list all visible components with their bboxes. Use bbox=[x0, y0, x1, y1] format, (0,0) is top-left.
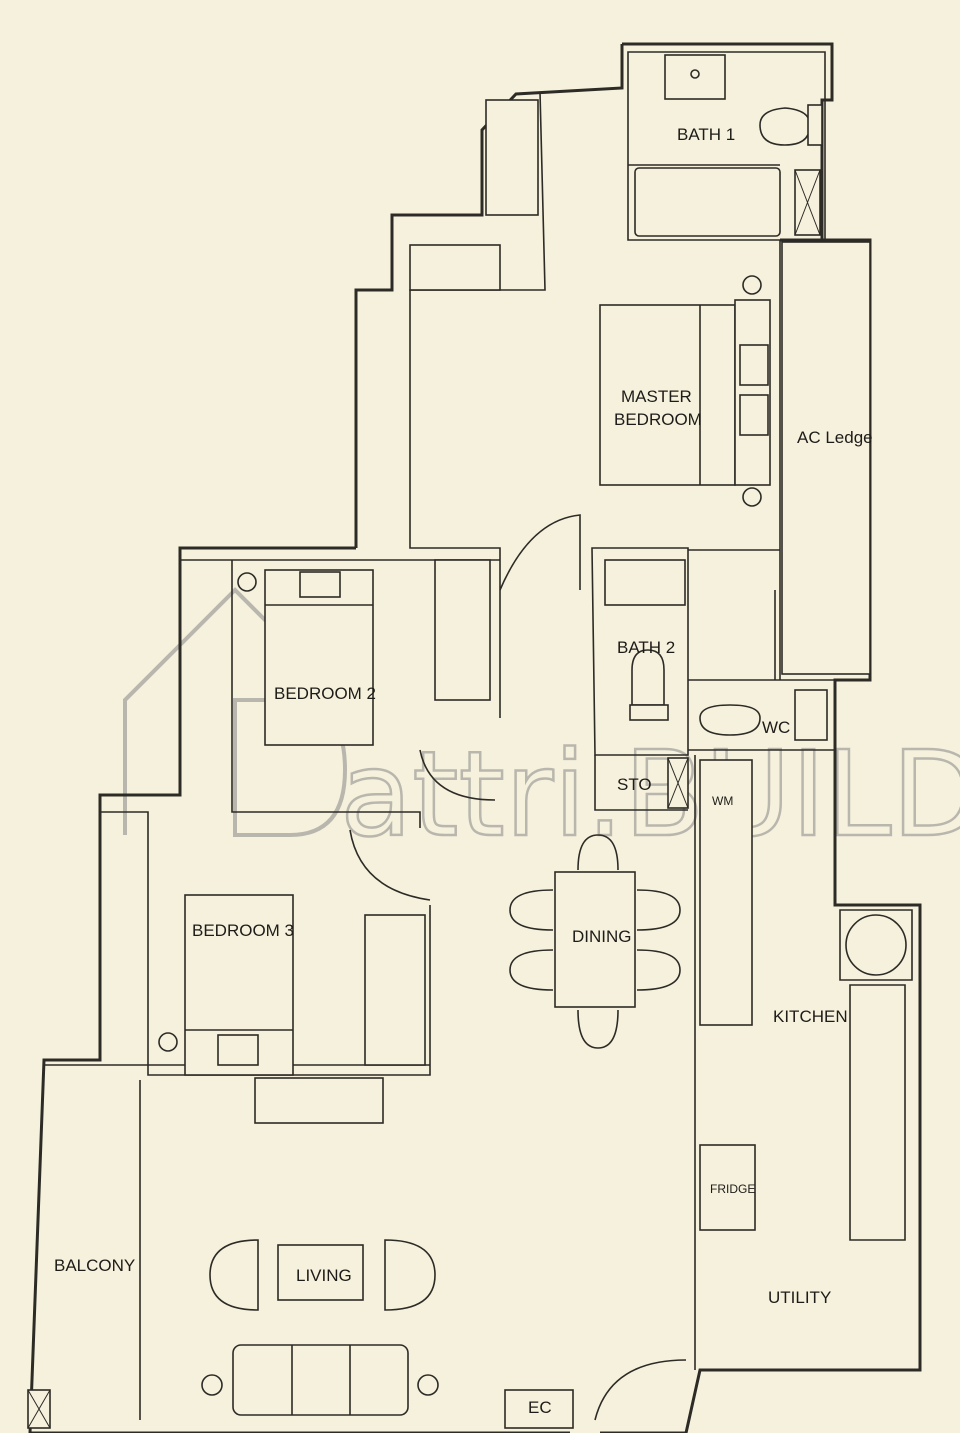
sink-icon bbox=[664, 54, 726, 100]
bath2-fixtures bbox=[604, 559, 828, 809]
label-bath1: BATH 1 bbox=[677, 125, 735, 144]
label-bedroom3: BEDROOM 3 bbox=[192, 921, 294, 940]
bath1-fixtures bbox=[634, 54, 823, 237]
bed-icon bbox=[599, 304, 736, 486]
label-wc: WC bbox=[762, 718, 790, 737]
label-ec: EC bbox=[528, 1398, 552, 1417]
ac-icon bbox=[237, 572, 257, 592]
armchair-icon bbox=[209, 1239, 259, 1311]
toilet-icon bbox=[699, 704, 761, 736]
ec-box bbox=[504, 1389, 574, 1429]
kitchen-fixtures bbox=[699, 759, 756, 1231]
bathtub-icon bbox=[634, 167, 781, 237]
ac-ledge bbox=[781, 241, 871, 675]
ac-icon bbox=[158, 1032, 178, 1052]
bedroom3-furniture bbox=[158, 894, 384, 1124]
bed-icon bbox=[264, 569, 374, 746]
master-bedroom-furniture bbox=[599, 275, 771, 507]
label-bath2: BATH 2 bbox=[617, 638, 675, 657]
ac-icon bbox=[742, 487, 762, 507]
sink-icon bbox=[794, 689, 828, 741]
label-sto: STO bbox=[617, 775, 652, 794]
fridge-icon bbox=[699, 1144, 756, 1231]
sofa-icon bbox=[232, 1344, 409, 1416]
toilet-icon bbox=[631, 649, 665, 706]
toilet-icon bbox=[759, 107, 811, 146]
label-bedroom2: BEDROOM 2 bbox=[274, 684, 376, 703]
kitchen-counter bbox=[699, 759, 753, 1026]
label-living: LIVING bbox=[296, 1266, 352, 1285]
dining-table bbox=[509, 834, 681, 1049]
label-master-line2: BEDROOM bbox=[614, 410, 702, 429]
watermark-text: attri.BUILD bbox=[340, 725, 960, 863]
ac-icon bbox=[417, 1374, 439, 1396]
armchair-icon bbox=[384, 1239, 436, 1311]
label-wm: WM bbox=[712, 794, 733, 808]
round-feature bbox=[845, 914, 907, 976]
label-utility: UTILITY bbox=[768, 1288, 831, 1307]
label-fridge: FRIDGE bbox=[710, 1182, 755, 1196]
sink-icon bbox=[604, 559, 686, 606]
label-master-line1: MASTER bbox=[621, 387, 692, 406]
label-ac-ledge: AC Ledge bbox=[797, 428, 873, 447]
label-dining: DINING bbox=[572, 927, 632, 946]
coffee-table bbox=[277, 1244, 364, 1301]
living-furniture bbox=[27, 1239, 574, 1429]
label-balcony: BALCONY bbox=[54, 1256, 135, 1275]
room-labels: BATH 1 MASTER BEDROOM AC Ledge BEDROOM 2… bbox=[54, 125, 873, 1417]
label-kitchen: KITCHEN bbox=[773, 1007, 848, 1026]
bedroom2-furniture bbox=[237, 569, 374, 746]
watermark: attri.BUILD bbox=[123, 587, 960, 864]
ac-icon bbox=[742, 275, 762, 295]
wardrobes bbox=[364, 99, 539, 1066]
ac-icon bbox=[201, 1374, 223, 1396]
doors bbox=[349, 514, 776, 1421]
